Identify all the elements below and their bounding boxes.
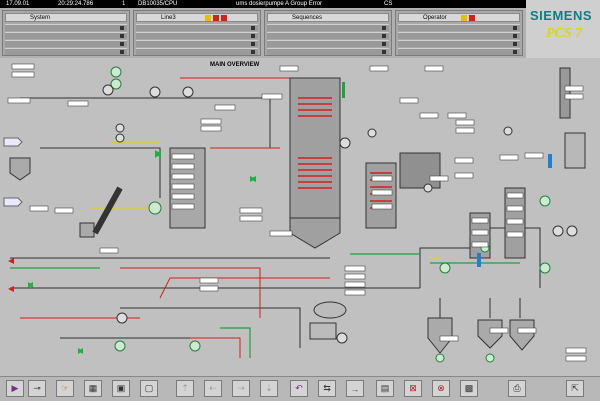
ack-icon: ⊗: [437, 383, 445, 393]
nav-right-button[interactable]: ⇢: [232, 380, 250, 397]
nav-left-button[interactable]: ⇠: [204, 380, 222, 397]
alarm-code: CS: [384, 1, 393, 7]
panel-operator[interactable]: Operator: [395, 10, 523, 56]
panel-title: Line3: [161, 15, 176, 21]
nav-down-icon: ⇣: [265, 383, 273, 393]
window-button[interactable]: ▢: [140, 380, 158, 397]
alarm-button[interactable]: ⊠: [404, 380, 422, 397]
logoff-icon: ⇱: [571, 383, 579, 393]
nav-up-button[interactable]: ⇡: [176, 380, 194, 397]
screen-icon: ▣: [116, 383, 126, 393]
panel-title: Sequences: [292, 15, 323, 21]
process-diagram[interactable]: MAIN OVERVIEW: [0, 58, 600, 376]
nav-right-icon: ⇢: [237, 383, 245, 393]
panel-title: System: [30, 15, 51, 21]
alarm-time: 20:29:24.786: [58, 1, 94, 7]
brand-area: SIEMENS PCS 7: [526, 0, 600, 58]
forward-icon: ⇆: [323, 383, 331, 393]
ack-button[interactable]: ⊗: [432, 380, 450, 397]
warning-indicator: [461, 15, 467, 21]
grid-icon: ▩: [464, 383, 474, 393]
screen-button[interactable]: ▣: [112, 380, 130, 397]
alarm-count: 1: [122, 1, 126, 7]
nav-up-icon: ⇡: [181, 383, 189, 393]
alarm-date: 17.09.01: [6, 1, 30, 7]
siemens-logo: SIEMENS: [530, 8, 593, 23]
status-area: System Line3 Sequences Operator: [0, 8, 526, 58]
play-icon: ▶: [11, 383, 19, 393]
grid-button[interactable]: ▩: [460, 380, 478, 397]
pointer-button[interactable]: ☞: [56, 380, 74, 397]
alarm-line[interactable]: 17.09.01 20:29:24.786 1 DB10035/CPU ums …: [0, 0, 526, 8]
alarm-message: ums dosierpumpe A Group Error: [236, 1, 323, 7]
diagram-title: MAIN OVERVIEW: [210, 62, 260, 68]
warning-indicator: [205, 15, 211, 21]
forward-button[interactable]: ⇆: [318, 380, 336, 397]
process-schematic: [3, 63, 587, 363]
panel-sequences[interactable]: Sequences: [264, 10, 392, 56]
nav-left-icon: ⇠: [209, 383, 217, 393]
logoff-button[interactable]: ⇱: [566, 380, 584, 397]
key-button[interactable]: ⊸: [28, 380, 46, 397]
alarm-icon: ⊠: [409, 383, 417, 393]
arrow-right-button[interactable]: →: [346, 380, 364, 397]
back-button[interactable]: ↶: [290, 380, 308, 397]
toolbar: ▶ ⊸ ☞ ▦ ▣ ▢ ⇡ ⇠ ⇢ ⇣ ↶ ⇆ → ▤ ⊠ ⊗ ▩ ⎙ ⇱: [0, 376, 600, 401]
alarm-indicator: [213, 15, 219, 21]
trend-icon: ▤: [380, 383, 390, 393]
panel-system[interactable]: System: [2, 10, 130, 56]
alarm-indicator: [221, 15, 227, 21]
alarm-indicator: [469, 15, 475, 21]
panel-line3[interactable]: Line3: [133, 10, 261, 56]
play-button[interactable]: ▶: [6, 380, 24, 397]
nav-down-button[interactable]: ⇣: [260, 380, 278, 397]
window-icon: ▢: [144, 383, 154, 393]
overview-icon: ▦: [88, 383, 98, 393]
key-icon: ⊸: [33, 383, 41, 393]
arrow-right-icon: →: [350, 383, 360, 394]
back-icon: ↶: [295, 383, 303, 393]
print-icon: ⎙: [513, 383, 521, 393]
print-button[interactable]: ⎙: [508, 380, 526, 397]
pcs7-logo: PCS 7: [546, 26, 583, 41]
pointer-icon: ☞: [60, 383, 70, 393]
panel-title: Operator: [423, 15, 447, 21]
trend-button[interactable]: ▤: [376, 380, 394, 397]
alarm-tag: DB10035/CPU: [138, 1, 178, 7]
overview-button[interactable]: ▦: [84, 380, 102, 397]
